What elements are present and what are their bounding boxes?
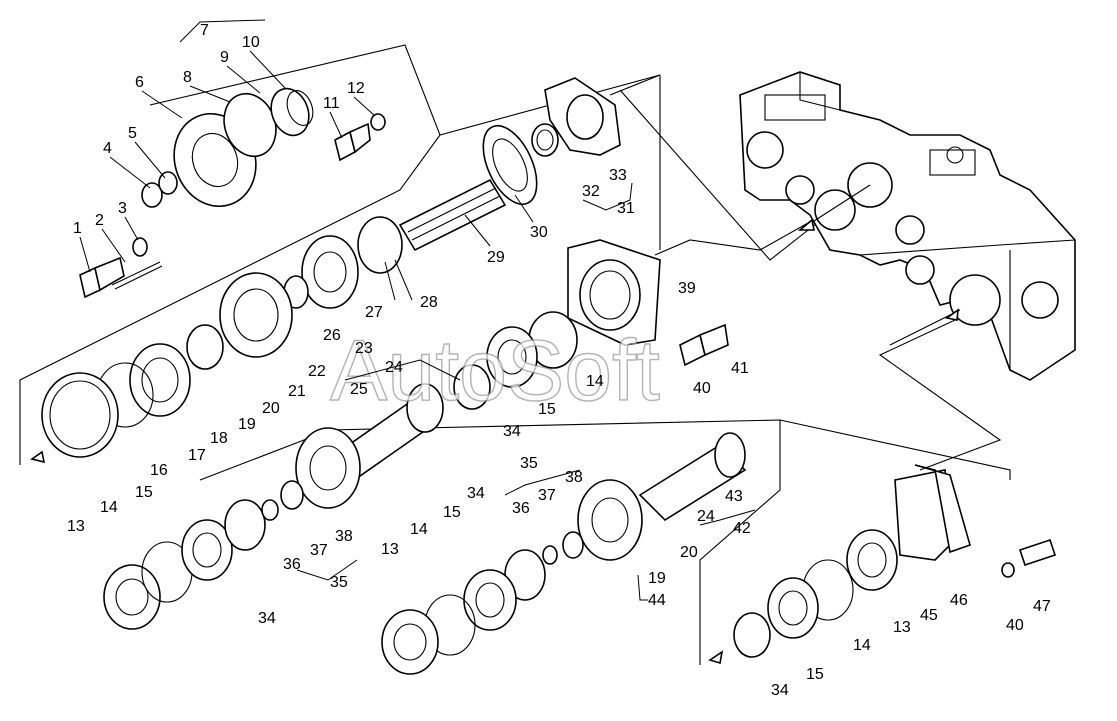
- callout-36b: 36: [512, 500, 530, 517]
- callout-46: 46: [950, 592, 968, 609]
- callout-14a: 14: [100, 499, 118, 516]
- callout-19b: 19: [648, 570, 666, 587]
- callout-17: 17: [188, 447, 206, 464]
- gearbox-housing-icon: [739, 71, 1076, 381]
- callout-18: 18: [210, 430, 228, 447]
- callout-13a: 13: [67, 518, 85, 535]
- callout-14b: 14: [410, 521, 428, 538]
- callout-7: 7: [200, 22, 209, 39]
- callout-24b: 24: [697, 508, 715, 525]
- callout-37b: 37: [538, 487, 556, 504]
- callout-23: 23: [355, 340, 373, 357]
- callout-2: 2: [95, 212, 104, 229]
- lower-left-group: [103, 480, 304, 630]
- callout-5: 5: [128, 125, 137, 142]
- callout-26: 26: [323, 327, 341, 344]
- callout-13b: 13: [381, 541, 399, 558]
- callout-33: 33: [609, 167, 627, 184]
- cover-plate-icon: [531, 77, 621, 157]
- right-bearings: [453, 311, 578, 410]
- callout-15a: 15: [135, 484, 153, 501]
- callout-1: 1: [73, 220, 82, 237]
- callout-32: 32: [582, 183, 600, 200]
- callout-34b: 34: [467, 485, 485, 502]
- spur-gear-icon: [186, 216, 403, 370]
- callout-42: 42: [733, 520, 751, 537]
- callout-47: 47: [1033, 598, 1051, 615]
- ball-bearing-icon: [41, 343, 191, 458]
- callout-9: 9: [220, 49, 229, 66]
- callout-15b: 15: [443, 504, 461, 521]
- callout-4: 4: [103, 140, 112, 157]
- lower-middle-group: [381, 432, 747, 675]
- watermark-text: AutoSoft: [330, 323, 660, 419]
- callout-28: 28: [420, 294, 438, 311]
- callout-15d: 15: [806, 666, 824, 683]
- lower-right-group: [733, 464, 1057, 658]
- callout-14d: 14: [853, 637, 871, 654]
- callout-40a: 40: [693, 380, 711, 397]
- intermediate-shaft: [295, 383, 444, 509]
- callout-44: 44: [648, 592, 666, 609]
- callout-3: 3: [118, 200, 127, 217]
- callout-45: 45: [920, 607, 938, 624]
- callout-29: 29: [487, 249, 505, 266]
- callout-15c: 15: [538, 401, 556, 418]
- callout-16: 16: [150, 462, 168, 479]
- callout-22: 22: [308, 363, 326, 380]
- bolt-icon: [79, 113, 386, 299]
- callout-35b: 35: [520, 455, 538, 472]
- callout-20a: 20: [262, 400, 280, 417]
- callout-41: 41: [731, 360, 749, 377]
- splined-shaft-icon: [398, 125, 538, 252]
- leader-lines: [79, 19, 756, 601]
- flange-assembly: [173, 87, 314, 208]
- callout-35a: 35: [330, 574, 348, 591]
- callout-8: 8: [183, 69, 192, 86]
- callout-31: 31: [617, 200, 635, 217]
- callout-labels: 1 2 3 4 5 6 7 8 9 10 11 12 13 14 15 16 1…: [67, 22, 1051, 699]
- callout-24a: 24: [385, 359, 403, 376]
- bearing-flange: [567, 239, 729, 367]
- callout-43: 43: [725, 488, 743, 505]
- callout-40b: 40: [1006, 617, 1024, 634]
- callout-13c: 13: [893, 619, 911, 636]
- callout-12: 12: [347, 80, 365, 97]
- callout-19a: 19: [238, 416, 256, 433]
- callout-21: 21: [288, 383, 306, 400]
- callout-20b: 20: [680, 544, 698, 561]
- callout-34a: 34: [258, 610, 276, 627]
- callout-38a: 38: [335, 528, 353, 545]
- callout-34c: 34: [503, 423, 521, 440]
- callout-11: 11: [323, 95, 340, 112]
- callout-39: 39: [678, 280, 696, 297]
- callout-25: 25: [350, 381, 368, 398]
- callout-10: 10: [242, 34, 260, 51]
- callout-6: 6: [135, 74, 144, 91]
- callout-36a: 36: [283, 556, 301, 573]
- callout-27: 27: [365, 304, 383, 321]
- callout-30: 30: [530, 224, 548, 241]
- callout-14c: 14: [586, 373, 604, 390]
- callout-34d: 34: [771, 682, 789, 699]
- callout-37a: 37: [310, 542, 328, 559]
